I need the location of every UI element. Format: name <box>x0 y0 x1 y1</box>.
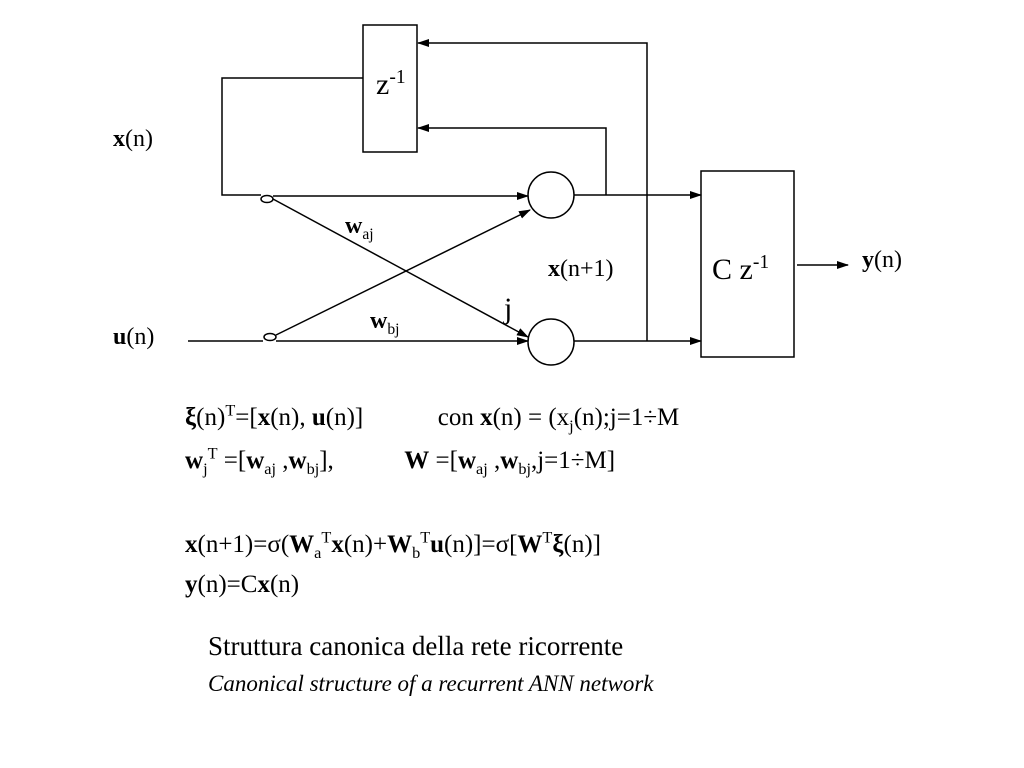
neuron-a <box>527 171 575 219</box>
equation-output: y(n)=Cx(n) <box>185 571 300 598</box>
input-node-u <box>263 332 277 342</box>
output-box <box>700 170 795 358</box>
feedback-a <box>417 124 607 195</box>
feedback-j <box>417 39 648 341</box>
delay-box-label: z-1 <box>376 67 406 101</box>
edge-waj <box>272 198 529 338</box>
delay-box <box>362 24 418 153</box>
equation-state: x(n+1)=σ(WaTx(n)+WbTu(n)]=σ[WTξ(n)] <box>185 528 601 562</box>
node-j-label: j <box>504 292 513 325</box>
state-next-label: x(n+1) <box>548 256 614 282</box>
input-x-label: x(n) <box>113 126 153 152</box>
equation-w: wjT =[waj ,wbj], W =[waj ,wbj,j=1÷M] <box>185 444 616 478</box>
neuron-j <box>527 318 575 366</box>
input-u-label: u(n) <box>113 324 155 350</box>
weight-a-label: waj <box>345 213 374 243</box>
caption-italian: Struttura canonica della rete ricorrente <box>208 631 624 661</box>
output-y-label: y(n) <box>862 247 902 273</box>
feedback-line <box>221 77 363 196</box>
equation-xi: ξ(n)T=[x(n), u(n)] con x(n) = (xj(n);j=1… <box>185 401 680 435</box>
weight-b-label: wbj <box>370 308 400 338</box>
edge-wbj <box>275 209 531 336</box>
output-box-label: C z-1 <box>712 252 770 286</box>
caption-english: Canonical structure of a recurrent ANN n… <box>208 671 654 696</box>
input-node-x <box>260 194 274 204</box>
